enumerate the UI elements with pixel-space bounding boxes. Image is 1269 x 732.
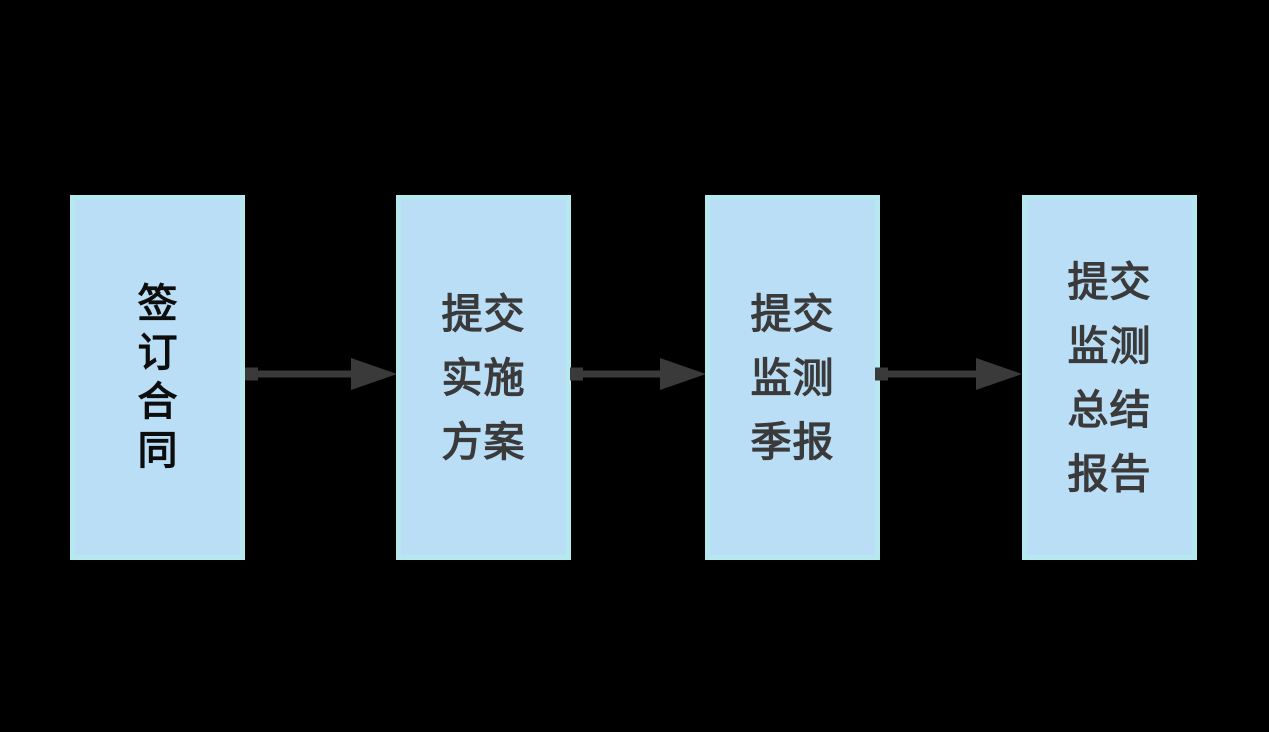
- step-label-line: 监测: [1067, 322, 1152, 369]
- flow-arrow-2: [570, 358, 706, 390]
- step-box-submit-monitoring-summary-report: 提交 监测 总结 报告: [1022, 195, 1197, 560]
- step-label-line: 提交: [1067, 258, 1152, 305]
- step-label-line: 报告: [1067, 450, 1152, 497]
- step-label-line: 订: [137, 330, 178, 375]
- step-label-line: 总结: [1067, 386, 1152, 433]
- flow-arrow-3: [875, 358, 1022, 390]
- step-label-line: 实施: [441, 354, 526, 401]
- step-box-sign-contract: 签 订 合 同: [70, 195, 245, 560]
- step-label-line: 季报: [750, 418, 835, 465]
- step-box-submit-quarterly-monitoring-report: 提交 监测 季报: [705, 195, 880, 560]
- step-label-line: 监测: [750, 354, 835, 401]
- flow-arrow-1: [245, 358, 397, 390]
- step-label-line: 提交: [441, 290, 526, 337]
- step-box-submit-implementation-plan: 提交 实施 方案: [396, 195, 571, 560]
- step-label-line: 方案: [441, 418, 526, 465]
- step-label-line: 合: [137, 379, 178, 424]
- step-label-line: 提交: [750, 290, 835, 337]
- step-label-line: 签: [137, 281, 178, 326]
- step-label-line: 同: [137, 428, 178, 473]
